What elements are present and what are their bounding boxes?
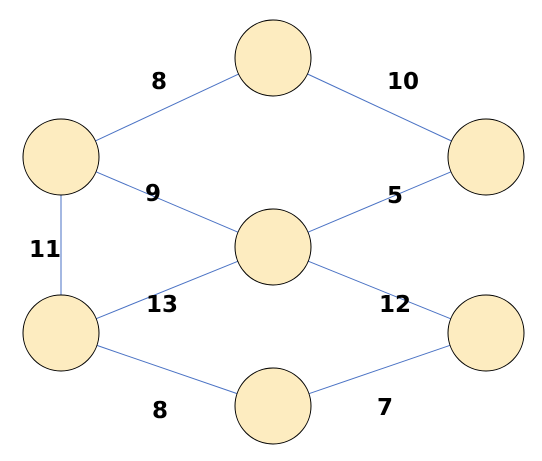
edge-center-upper-right [307,171,452,233]
edge-upper-left-center [95,171,239,233]
nodes-layer [22,19,525,445]
edge-weight-label: 10 [387,69,419,95]
edge-weight-label: 8 [151,69,167,95]
node-lower-right [447,294,525,372]
edge-weight-label: 13 [146,292,178,318]
edge-weight-label: 7 [377,395,393,421]
edge-weight-label: 8 [152,398,168,424]
edge-top-upper-right [307,73,452,142]
edge-lower-left-bottom [96,344,238,395]
edge-weight-label: 12 [379,292,411,318]
node-bottom [234,367,312,445]
edge-weight-label: 9 [145,181,161,207]
node-upper-left [22,118,100,196]
edges-layer [60,73,452,395]
node-lower-left [22,294,100,372]
node-upper-right [447,118,525,196]
edge-weight-label: 5 [387,183,403,209]
weight-labels-layer: 8 10 9 5 11 13 12 8 7 [29,69,419,424]
edge-center-lower-right [308,260,451,320]
edge-weight-label: 11 [29,237,61,263]
edge-upper-left-top [95,73,239,142]
edge-lower-left-center [96,260,238,320]
node-top [234,19,312,97]
edge-bottom-lower-right [308,344,451,395]
node-center [234,208,312,286]
